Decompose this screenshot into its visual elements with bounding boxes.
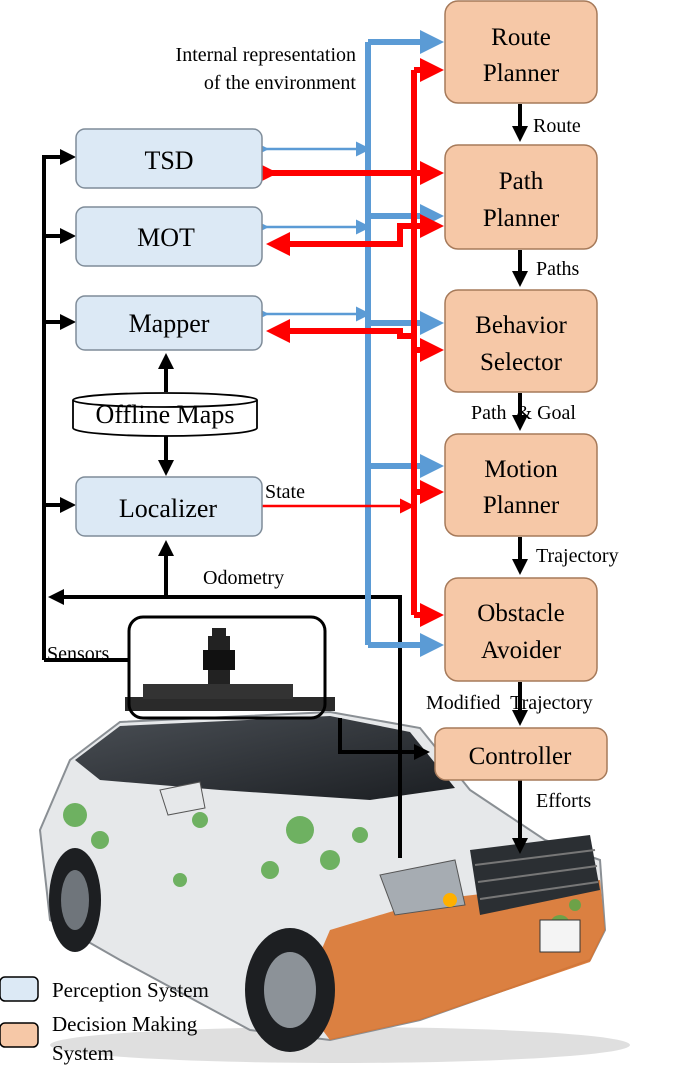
decision-making-system: Route Planner Path Planner Behavior Sele… (434, 0, 608, 781)
controller-box[interactable] (434, 727, 608, 781)
internal-representation-label-1: Internal representation (176, 44, 356, 66)
legend-perception-swatch (0, 976, 39, 1002)
localizer-label: Localizer (119, 494, 217, 523)
sensor-feedback-lines (42, 104, 528, 858)
legend-decision-label-1: Decision Making (52, 1012, 198, 1036)
state-edge-label: State (265, 481, 305, 503)
obstacle-avoider-label-1: Obstacle (477, 600, 564, 627)
blue-internal-representation-lines (254, 30, 444, 657)
trajectory-edge-label: Trajectory (536, 545, 619, 567)
behavior-selector-label-1: Behavior (475, 312, 567, 339)
localizer-box[interactable] (75, 476, 263, 537)
motion-planner-box[interactable] (444, 433, 598, 537)
efforts-edge-label: Efforts (536, 790, 591, 812)
motion-planner-label-1: Motion (484, 456, 558, 483)
sensors-edge-label: Sensors (47, 643, 109, 665)
red-state-lines (254, 58, 444, 627)
vehicle-illustration (38, 628, 630, 1063)
route-planner-label-1: Route (491, 24, 551, 51)
edge-labels: Internal representation of the environme… (47, 44, 619, 812)
controller-label: Controller (469, 743, 572, 770)
tsd-label: TSD (144, 146, 193, 175)
obstacle-avoider-box[interactable] (444, 577, 598, 682)
route-edge-label: Route (533, 115, 581, 137)
offline-maps-database[interactable] (72, 392, 258, 437)
path-planner-label-1: Path (499, 168, 544, 195)
legend-perception-label: Perception System (52, 978, 209, 1002)
paths-edge-label: Paths (536, 258, 580, 280)
path-goal-edge-label: Path & Goal (471, 402, 576, 424)
motion-planner-label-2: Planner (483, 492, 560, 519)
mot-label: MOT (137, 223, 195, 252)
behavior-selector-box[interactable] (444, 289, 598, 393)
legend-decision-swatch (0, 1022, 39, 1048)
mapper-label: Mapper (129, 309, 210, 338)
mot-box[interactable] (75, 206, 263, 267)
legend-decision-label-2: System (52, 1041, 114, 1065)
offline-maps-label: Offline Maps (96, 400, 235, 429)
legend: Perception System Decision Making System (0, 976, 209, 1065)
path-planner-label-2: Planner (483, 205, 560, 232)
sensors-highlight-box (127, 615, 327, 720)
modified-trajectory-edge-label: Modified Trajectory (426, 692, 593, 714)
route-planner-label-2: Planner (483, 60, 560, 87)
mapper-box[interactable] (75, 295, 263, 351)
perception-system: TSD MOT Mapper Offline Maps Localizer (72, 128, 263, 537)
behavior-selector-label-2: Selector (480, 349, 563, 376)
route-planner-box[interactable] (444, 0, 598, 104)
odometry-edge-label: Odometry (203, 567, 284, 589)
obstacle-avoider-label-2: Avoider (481, 637, 562, 664)
tsd-box[interactable] (75, 128, 263, 189)
path-planner-box[interactable] (444, 144, 598, 250)
internal-representation-label-2: of the environment (204, 72, 357, 94)
